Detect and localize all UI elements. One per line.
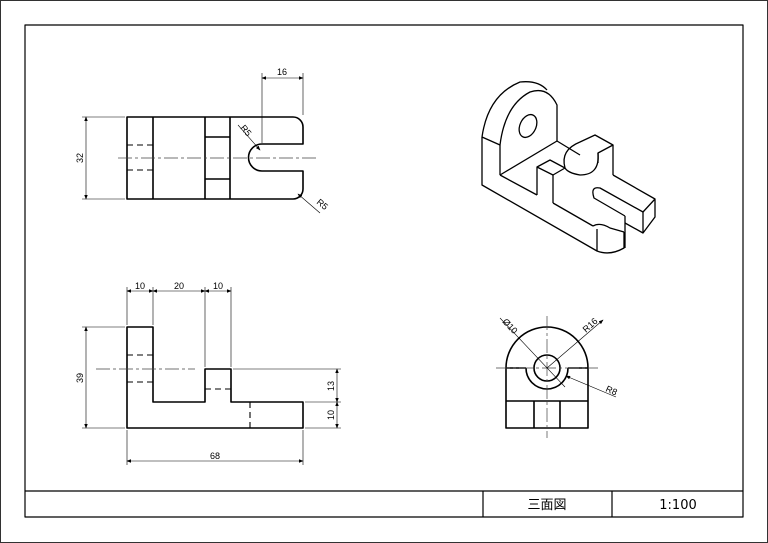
dim-r5-corner: R5 — [315, 197, 330, 212]
dim-39: 39 — [75, 373, 85, 383]
drawing-title: 三面図 — [527, 498, 566, 513]
title-block: 三面図 1:100 — [25, 490, 743, 517]
drawing-scale: 1:100 — [659, 498, 696, 513]
dim-68: 68 — [210, 451, 220, 461]
dim-dia10: Ø10 — [501, 317, 520, 336]
side-view: Ø10 R16 R8 — [496, 316, 619, 438]
dim-16: 16 — [277, 67, 287, 77]
dim-r5-slot: R5 — [238, 123, 253, 138]
drawing-frame — [24, 24, 744, 518]
isometric-view — [481, 81, 656, 254]
dim-13: 13 — [326, 381, 336, 391]
dim-10-base: 10 — [326, 410, 336, 420]
dim-32: 32 — [75, 153, 85, 163]
dim-r8: R8 — [604, 384, 619, 398]
top-view: 16 32 R5 R5 — [75, 67, 330, 214]
dim-10-left: 10 — [135, 281, 145, 291]
dim-20: 20 — [174, 281, 184, 291]
dim-10-right: 10 — [213, 281, 223, 291]
front-view: 10 20 10 39 13 10 68 — [75, 281, 341, 465]
dim-r16: R16 — [581, 316, 600, 334]
